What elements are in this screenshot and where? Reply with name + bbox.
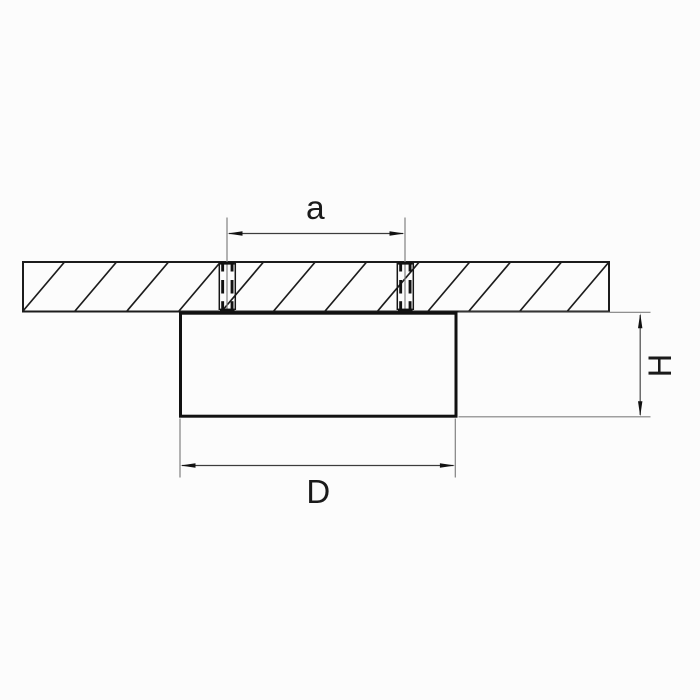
svg-text:H: H — [642, 354, 678, 377]
svg-text:a: a — [306, 190, 325, 227]
svg-text:D: D — [306, 473, 330, 510]
